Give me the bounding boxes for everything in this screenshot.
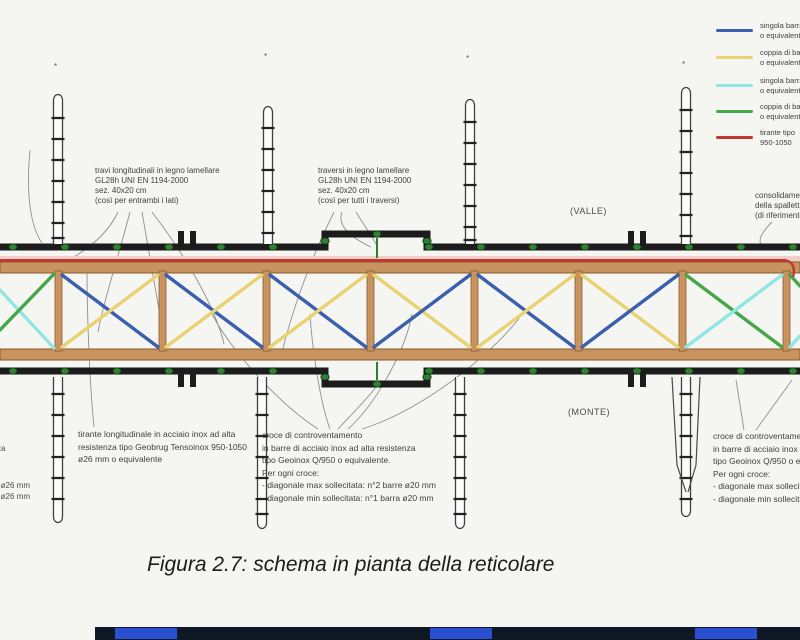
legend-swatch bbox=[716, 29, 753, 32]
legend-swatch bbox=[716, 136, 753, 139]
diagonal-green bbox=[788, 273, 800, 288]
diagonal-green bbox=[0, 272, 56, 332]
pile-bottom-ticks bbox=[51, 392, 693, 516]
diagonal-cyan bbox=[0, 288, 56, 350]
bottom-chord bbox=[0, 348, 800, 361]
legend-item: tirante tipo 950-1050 bbox=[716, 128, 800, 147]
annotation-traversi: traversi in legno lamellare GL28h UNI EN… bbox=[318, 166, 412, 205]
pile-top bbox=[52, 86, 692, 244]
bottom-strip-segment bbox=[115, 628, 177, 639]
edge-fragment: ø26 mm bbox=[0, 481, 30, 490]
legend-label: o equivalente bbox=[760, 30, 800, 40]
pile-taper-outline bbox=[671, 376, 701, 493]
tirante-line bbox=[0, 259, 796, 278]
diagonal-yellow bbox=[476, 273, 576, 349]
figure-caption: Figura 2.7: schema in pianta della retic… bbox=[147, 553, 555, 576]
diagonal-blue bbox=[372, 273, 472, 349]
legend-label: o equivalente bbox=[760, 57, 800, 67]
legend-item: singola barra o equivalente bbox=[716, 76, 800, 95]
legend-item: coppia di barre o equivalente bbox=[716, 48, 800, 67]
legend-swatch bbox=[716, 110, 753, 113]
bottom-strip-segment bbox=[430, 628, 492, 639]
pile-mark: * bbox=[264, 52, 268, 61]
legend-label: o equivalente bbox=[760, 85, 800, 95]
legend-item: singola barra o equivalente bbox=[716, 21, 800, 40]
bottom-strip-segment bbox=[695, 628, 757, 639]
diagonal-yellow bbox=[164, 273, 264, 349]
pile-mark: * bbox=[54, 62, 58, 71]
annotation-travi-longitudinali: travi longitudinali in legno lamellare G… bbox=[95, 166, 220, 205]
legend-label: singola barra bbox=[760, 76, 800, 85]
legend-label: o equivalente bbox=[760, 111, 800, 121]
diagonal-cyan bbox=[684, 273, 784, 349]
legend-item: coppia di barre o equivalente bbox=[716, 102, 800, 121]
legend-swatch bbox=[716, 56, 753, 59]
diagonal-cyan bbox=[788, 334, 800, 349]
annotation-croce-destra: croce di controventamento in barre di ac… bbox=[713, 431, 800, 504]
legend-label: 950-1050 bbox=[760, 137, 792, 147]
diagonal-yellow bbox=[60, 273, 160, 349]
bracing-diagonals bbox=[0, 272, 800, 350]
label-valle: (VALLE) bbox=[570, 206, 607, 216]
legend-swatch bbox=[716, 84, 753, 87]
legend-label: tirante tipo bbox=[760, 128, 796, 137]
annotation-croce-centrale: croce di controventamento in barre di ac… bbox=[262, 430, 436, 503]
edge-fragment: ø26 mm bbox=[0, 492, 30, 501]
annotation-consolidamento: consolidamento della spalletta (di rifer… bbox=[755, 191, 800, 220]
pile-mark: * bbox=[466, 54, 470, 63]
bottom-strip bbox=[95, 627, 800, 640]
legend-label: coppia di barre bbox=[760, 102, 800, 111]
diagonal-blue bbox=[580, 273, 680, 349]
label-monte: (MONTE) bbox=[568, 407, 610, 417]
legend-label: coppia di barre bbox=[760, 48, 800, 57]
annotation-tirante: tirante longitudinale in acciaio inox ad… bbox=[78, 429, 248, 464]
legend-label: singola barra bbox=[760, 21, 800, 30]
diagonal-yellow bbox=[268, 273, 368, 349]
edge-fragment: za bbox=[0, 444, 6, 453]
pile-mark: * bbox=[682, 60, 686, 69]
pile-top-ticks bbox=[51, 108, 693, 242]
truss-posts bbox=[54, 270, 791, 352]
rail-stubs bbox=[178, 231, 646, 387]
